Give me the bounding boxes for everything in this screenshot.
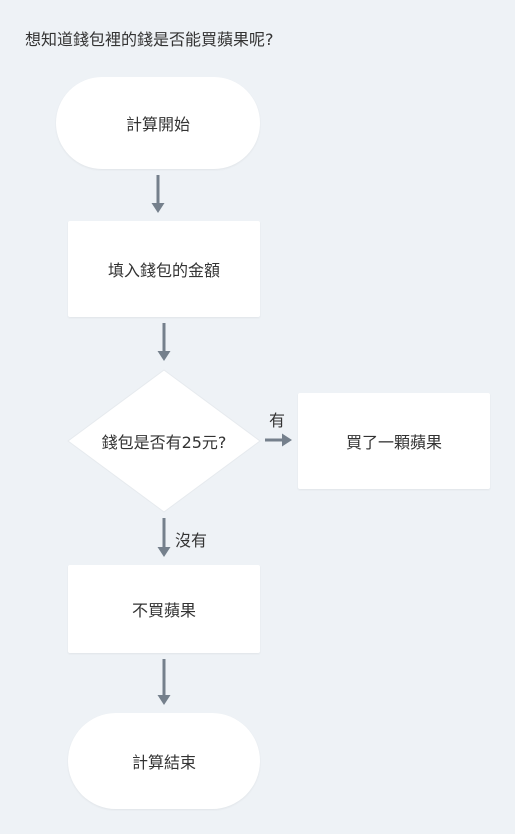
buy-apple-node-label: 買了一顆蘋果 <box>345 433 442 452</box>
arrow-input-to-decision <box>157 323 171 361</box>
arrow-decision-to-nobuy <box>157 518 171 557</box>
yes-branch-label: 有 <box>269 411 286 430</box>
diagram-title: 想知道錢包裡的錢是否能買蘋果呢? <box>25 30 274 49</box>
start-node-label: 計算開始 <box>125 115 190 134</box>
end-node: 計算結束 <box>68 713 260 809</box>
no-buy-node-label: 不買蘋果 <box>131 601 196 620</box>
arrow-start-to-input <box>151 175 165 213</box>
input-amount-node-label: 填入錢包的金額 <box>107 261 220 280</box>
buy-apple-node: 買了一顆蘋果 <box>298 393 490 489</box>
decision-diamond <box>67 369 261 513</box>
end-node-label: 計算結束 <box>131 753 196 772</box>
no-buy-node: 不買蘋果 <box>68 565 260 653</box>
no-branch-label: 沒有 <box>175 531 208 550</box>
arrow-decision-to-buy <box>265 433 292 447</box>
start-node: 計算開始 <box>56 77 260 169</box>
arrow-nobuy-to-end <box>157 659 171 705</box>
decision-node-label: 錢包是否有25元? <box>101 433 227 452</box>
input-amount-node: 填入錢包的金額 <box>68 221 260 317</box>
